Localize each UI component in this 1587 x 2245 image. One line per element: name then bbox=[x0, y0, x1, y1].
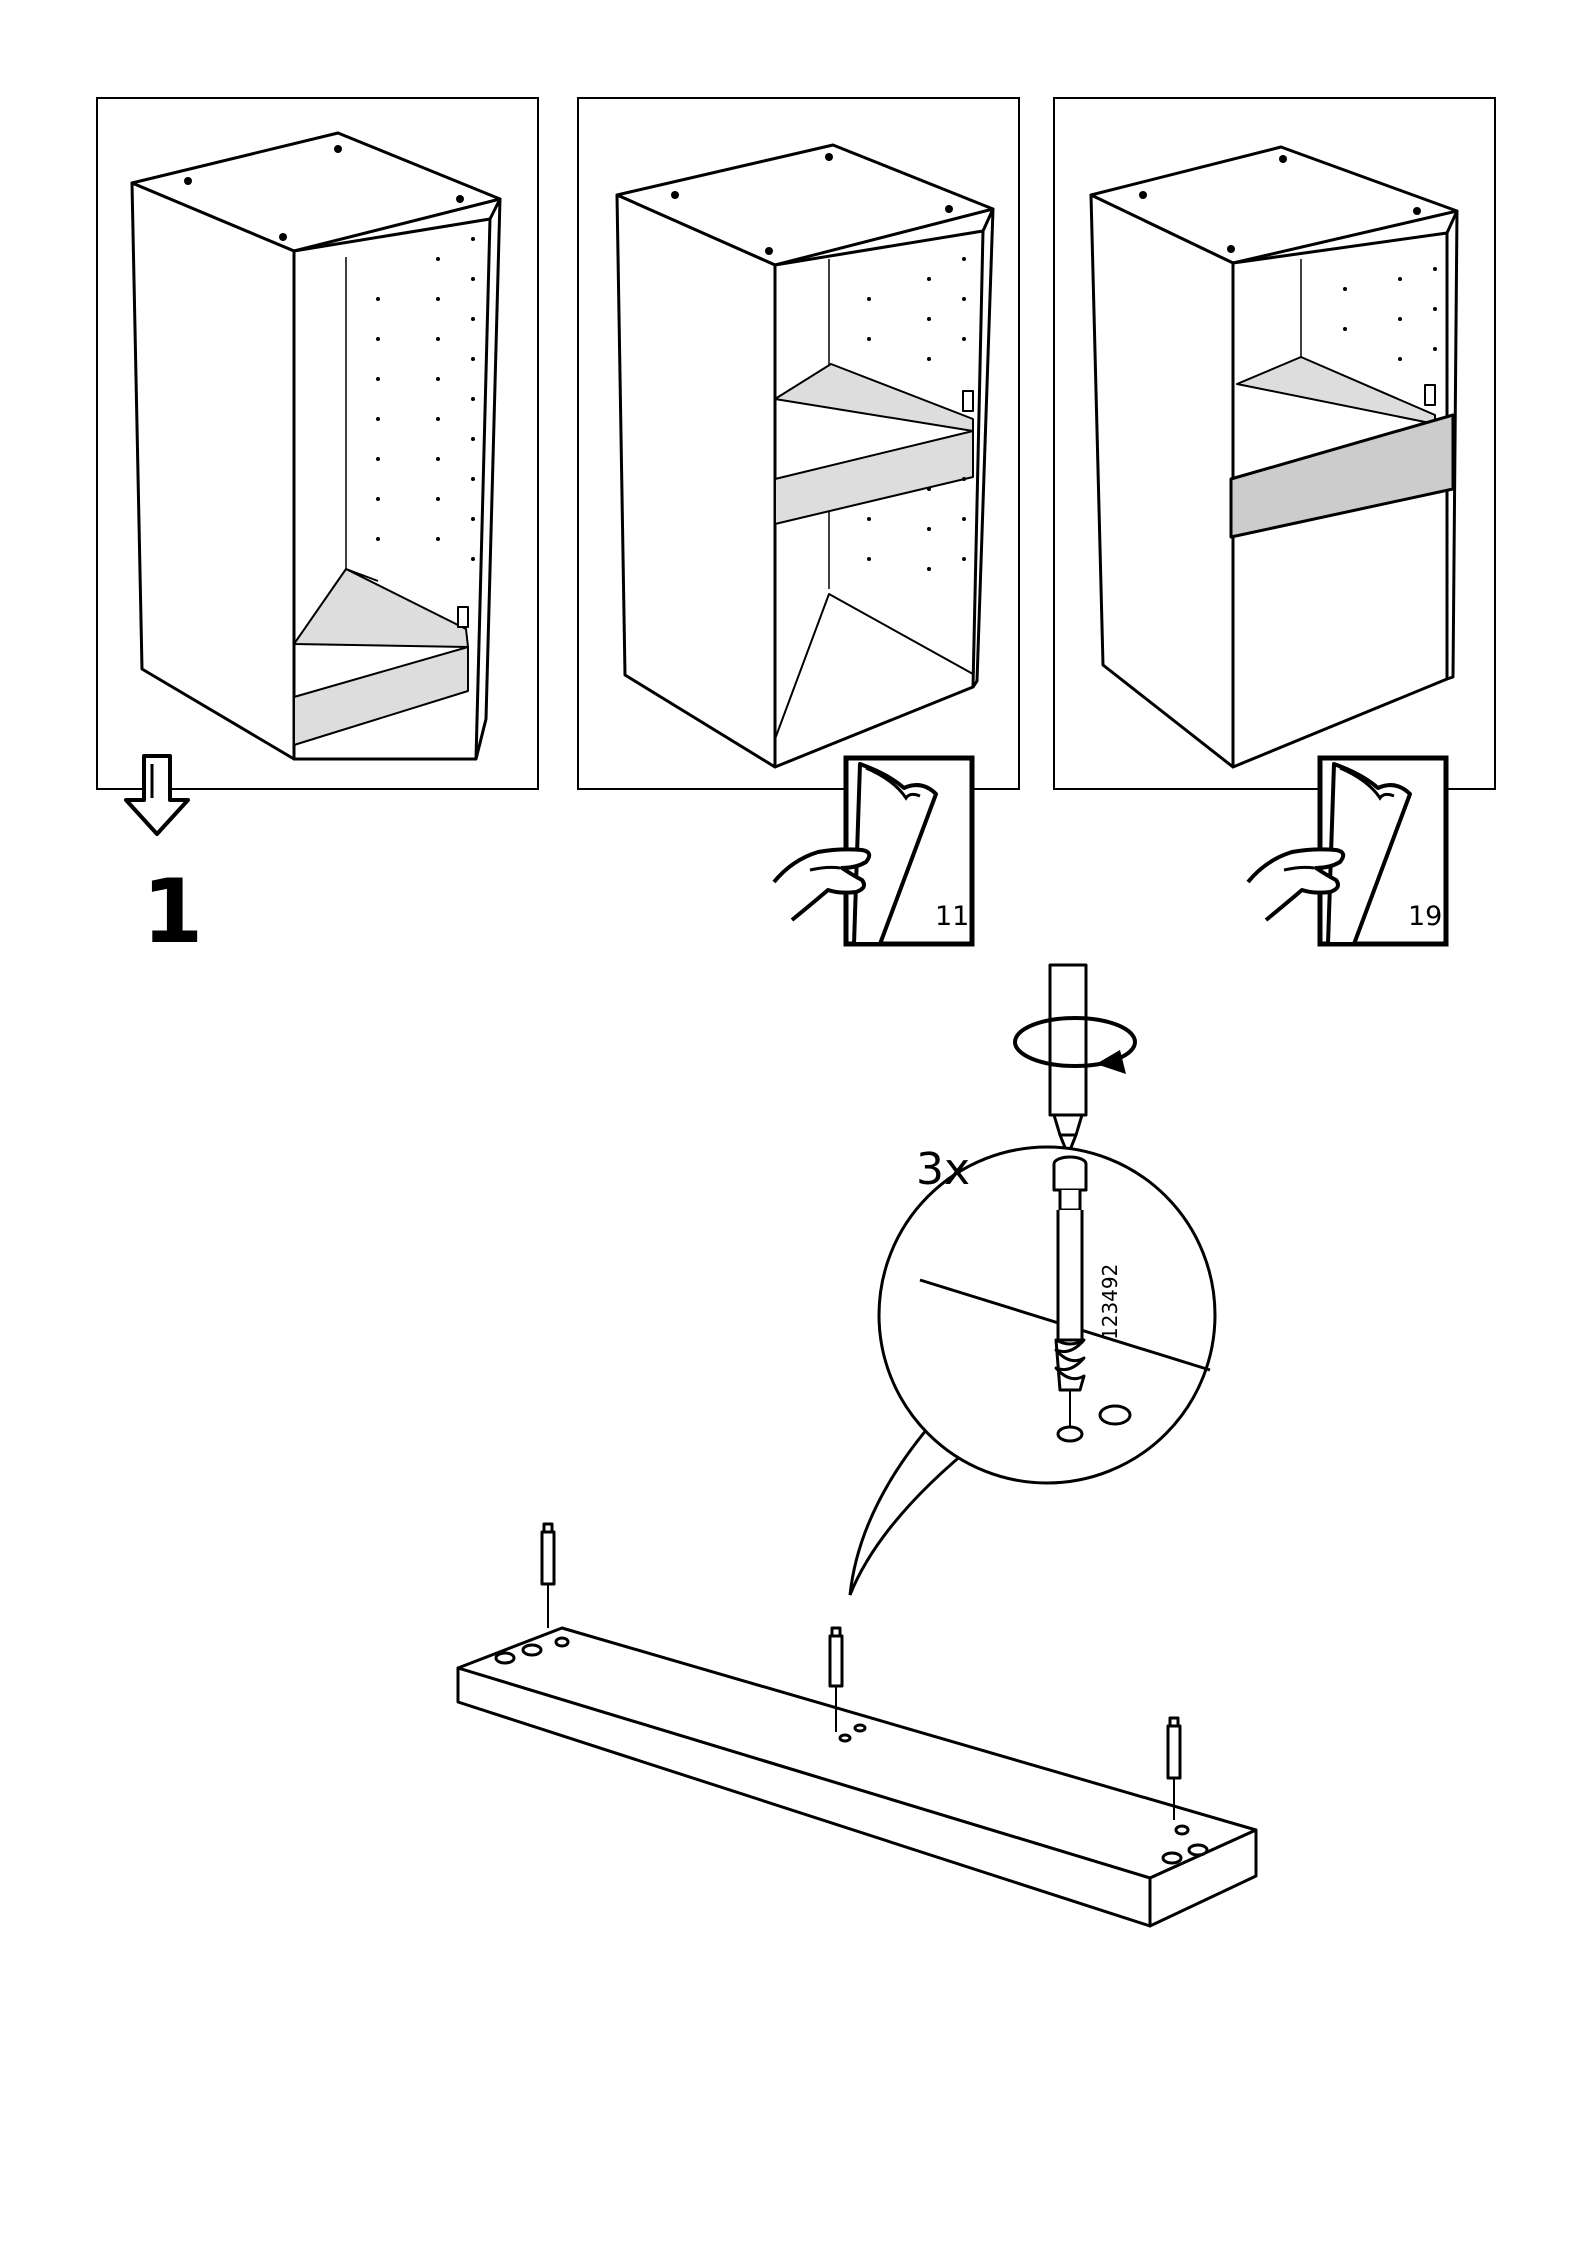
cabinet-low-drawer-illustration bbox=[98, 99, 541, 792]
plinth-board-illustration bbox=[450, 1520, 1270, 1940]
part-number: 123492 bbox=[1100, 1264, 1120, 1340]
rotate-arrow-icon bbox=[1000, 1010, 1150, 1080]
quantity-label: 3x bbox=[916, 1148, 970, 1192]
cabinet-middle-shelf-illustration bbox=[579, 99, 1022, 792]
variant-panel-2 bbox=[577, 97, 1020, 790]
step-number: 1 bbox=[142, 868, 203, 956]
hole-marker-icon bbox=[1095, 1400, 1135, 1430]
page-ref-11: 11 bbox=[935, 903, 969, 930]
page-ref-19: 19 bbox=[1408, 903, 1442, 930]
variant-panel-1 bbox=[96, 97, 539, 790]
variant-panel-3 bbox=[1053, 97, 1496, 790]
cabinet-front-panel-illustration bbox=[1055, 99, 1498, 792]
arrow-down-icon bbox=[122, 750, 192, 840]
